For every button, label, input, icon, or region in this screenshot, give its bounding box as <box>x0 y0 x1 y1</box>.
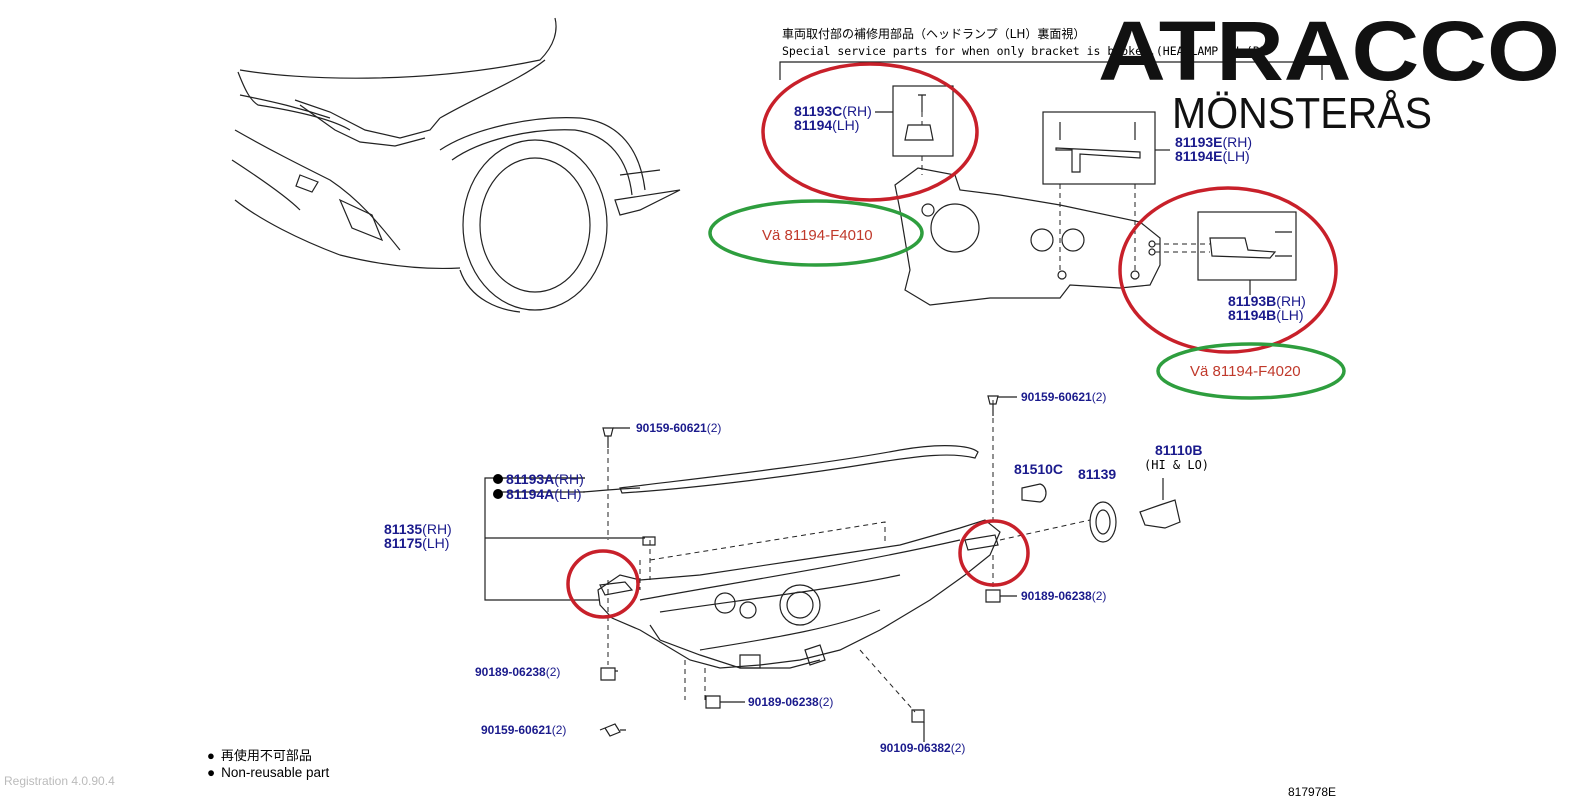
screw-top-icon <box>987 395 999 416</box>
label-81510c: 81510C <box>1014 461 1063 477</box>
diagram-code: 817978E <box>1288 785 1336 799</box>
label-81194b: 81194B(LH) <box>1228 307 1304 323</box>
note-left: Vä 81194-F4010 <box>762 227 873 244</box>
label-81193b: 81193B(RH) <box>1228 293 1306 309</box>
highlight-circle-mount-right <box>958 519 1030 587</box>
label-81135: 81135(RH) <box>384 521 452 537</box>
label-nut-right: 90189-06238(2) <box>1021 589 1106 603</box>
highlight-circle-c <box>761 62 979 202</box>
nonreusable-bullet-a-lh <box>493 489 503 499</box>
label-bolt: 90109-06382(2) <box>880 741 965 755</box>
nonreusable-bullet-a-rh <box>493 474 503 484</box>
logo-wordmark: ATRACCO <box>1098 4 1560 98</box>
nut-right-icon <box>985 589 1001 603</box>
label-screw-top: 90159-60621(2) <box>1021 390 1106 404</box>
note-circle-right <box>1156 342 1346 400</box>
bracket-c-box <box>892 85 954 157</box>
label-81175: 81175(LH) <box>384 535 449 551</box>
label-81194: 81194(LH) <box>794 117 859 133</box>
small-bulb-icon <box>1021 483 1047 503</box>
bolt-icon <box>911 709 925 723</box>
label-81194a: 81194A(LH) <box>506 486 582 502</box>
highlight-circle-b <box>1118 186 1338 354</box>
label-81193e: 81193E(RH) <box>1175 134 1252 150</box>
note-right: Vä 81194-F4020 <box>1190 363 1301 380</box>
nut-left-icon <box>600 667 616 681</box>
label-nut-mid: 90189-06238(2) <box>748 695 833 709</box>
logo-location: MÖNSTERÅS <box>1172 89 1432 138</box>
bracket-e-box <box>1042 111 1156 185</box>
label-81110b-sub: (HI & LO) <box>1144 458 1209 472</box>
label-81193a: 81193A(RH) <box>506 471 584 487</box>
label-nut-left: 90189-06238(2) <box>475 665 560 679</box>
bracket-b-box <box>1197 211 1297 281</box>
label-screw-bottom: 90159-60621(2) <box>481 723 566 737</box>
headlamp-rear-view <box>875 85 1297 306</box>
car-front-illustration <box>231 17 681 313</box>
label-screw-left: 90159-60621(2) <box>636 421 721 435</box>
atracco-logo: ATRACCO MÖNSTERÅS <box>1098 4 1560 138</box>
legend-jp: ●再使用不可部品 <box>207 748 312 764</box>
cap-icon <box>1089 501 1117 543</box>
screw-left-icon <box>602 427 614 448</box>
legend-en: ●Non-reusable part <box>207 765 329 780</box>
label-81193c: 81193C(RH) <box>794 103 872 119</box>
note-circle-left <box>708 199 924 267</box>
label-81194e: 81194E(LH) <box>1175 148 1250 164</box>
header-en-title: Special service parts for when only brac… <box>782 44 1267 58</box>
main-bulb-icon <box>1139 499 1181 529</box>
highlight-circle-mount-left <box>566 549 640 619</box>
screw-bottom-icon <box>599 723 621 737</box>
headlamp-assembly <box>484 395 1181 742</box>
header-jp-title: 車両取付部の補修用部品（ヘッドランプ（LH）裏面視） <box>782 26 1085 41</box>
registration-watermark: Registration 4.0.90.4 <box>4 774 115 788</box>
nut-mid-icon <box>705 695 721 709</box>
label-81139: 81139 <box>1078 466 1116 482</box>
label-81110b: 81110B <box>1155 442 1203 458</box>
